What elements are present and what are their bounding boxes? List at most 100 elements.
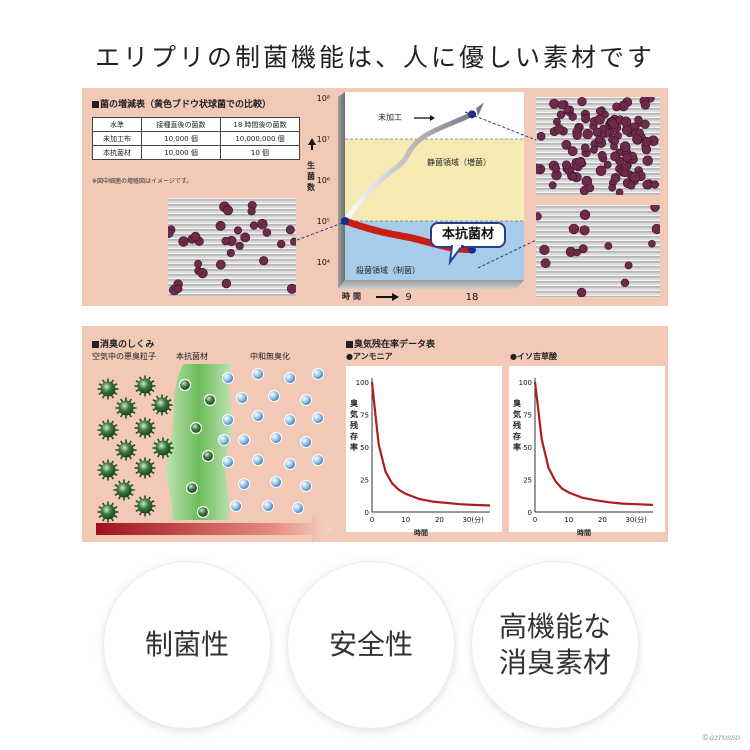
odor-particle-core — [137, 378, 153, 394]
bacterium-dot — [620, 168, 630, 178]
odor-particle-spike — [102, 435, 106, 440]
odor-particle-spike — [98, 424, 103, 428]
odor-particle-spike — [98, 472, 103, 476]
neutral-particle — [222, 456, 234, 468]
neutral-particle — [300, 480, 312, 492]
deodor-title: 消臭のしくみ — [92, 337, 154, 350]
odor-x-tick: 10 — [401, 516, 410, 524]
odor-particle-spike — [120, 413, 124, 418]
odor-particle-spike — [165, 453, 169, 458]
neutral-particle — [270, 432, 282, 444]
square-bullet-icon — [92, 341, 99, 348]
odor-particle-spike — [110, 475, 114, 480]
feature-text-safety: 安全性 — [328, 628, 413, 661]
odor-particle-spike — [135, 380, 140, 384]
odor-particle-spike — [135, 508, 140, 512]
odor-particle-spike — [152, 407, 157, 411]
odor-particle-spike — [168, 442, 173, 446]
odor-particle-spike — [164, 395, 168, 400]
odor-x-tick: 20 — [435, 516, 444, 524]
odor-particle-spike — [139, 433, 143, 438]
odor-particle-spike — [139, 391, 143, 396]
odor-particle-spike — [147, 473, 151, 478]
odor-particle-spike — [128, 455, 132, 460]
growth-x-tick: 9 — [405, 292, 411, 303]
odor-particle — [151, 394, 173, 416]
neutral-particle — [222, 414, 234, 426]
bacterium-dot — [536, 163, 542, 174]
growth-table-title: 菌の増減表（黄色ブドウ状球菌での比較） — [92, 97, 271, 110]
odor-x-tick: 30(分) — [462, 515, 484, 524]
bacterium-dot — [590, 145, 598, 154]
odor-particle-spike — [150, 470, 155, 474]
odor-particle-spike — [116, 444, 121, 448]
bacterium-dot — [240, 232, 251, 243]
bacterium-dot — [624, 261, 633, 270]
odor-particle-spike — [98, 514, 103, 518]
odor-particle — [115, 397, 137, 419]
odor-particle-core — [137, 420, 153, 436]
bacterium-dot — [608, 184, 616, 192]
bacterium-dot — [619, 141, 631, 153]
odor-y-tick: 75 — [360, 412, 369, 420]
odor-particle — [113, 479, 135, 501]
odor-data-title: 臭気残在率データ表 — [346, 337, 435, 350]
odor-particle-spike — [98, 464, 103, 468]
odor-particle-spike — [102, 420, 106, 425]
ammonia-y-axis-label: 臭気残存率 — [350, 399, 358, 452]
odor-particle-spike — [164, 410, 168, 415]
odor-particle-spike — [139, 458, 143, 463]
odor-particle-spike — [139, 496, 143, 501]
bacteria-micrograph-initial — [168, 198, 296, 296]
bacterium-dot — [557, 100, 567, 110]
bacterium-dot — [563, 105, 572, 114]
odor-particle-spike — [116, 410, 121, 414]
odor-particle-spike — [98, 391, 103, 395]
odor-particle-spike — [98, 432, 103, 436]
bacterium-dot — [556, 110, 566, 119]
bacterium-dot — [286, 283, 296, 294]
bacterium-dot — [539, 244, 550, 256]
odor-particle-spike — [147, 376, 151, 381]
bacterium-dot — [582, 128, 593, 140]
captured-particle — [196, 505, 210, 519]
neutral-particle — [252, 454, 264, 466]
bacterium-dot — [648, 239, 656, 248]
odor-y-tick: 75 — [523, 412, 532, 420]
bacteria-micrograph-untreated — [536, 97, 660, 195]
bacterium-dot — [634, 115, 643, 125]
bacterium-dot — [276, 239, 286, 249]
neutral-particle — [262, 500, 274, 512]
odor-particle-core — [116, 482, 132, 498]
ammonia-x-axis-label: 時間 — [414, 529, 428, 537]
feature-text-antibacterial: 制菌性 — [144, 628, 229, 661]
odor-y-tick: 0 — [365, 509, 369, 517]
neutral-particle — [270, 476, 282, 488]
odor-y-tick: 50 — [360, 444, 369, 452]
odor-particle-core — [155, 440, 171, 456]
table-row: 未加工布 10,000 個 10,000,000 個 — [92, 131, 300, 146]
captured-particle — [201, 449, 215, 463]
neutral-particle — [222, 372, 234, 384]
growth-y-tick: 10⁷ — [317, 135, 330, 144]
odor-x-tick: 20 — [598, 516, 607, 524]
odor-particle-spike — [126, 495, 130, 500]
bacterium-dot — [576, 287, 587, 297]
odor-particle-spike — [113, 432, 118, 436]
odor-particle-spike — [110, 379, 114, 384]
growth-y-tick: 10⁶ — [317, 176, 330, 185]
bacterium-dot — [567, 146, 578, 157]
copyright-text: ©azrosso — [701, 733, 740, 742]
headline: エリプリの制菌機能は、人に優しい素材です — [94, 43, 655, 72]
illustration-note: ※図中細菌の増殖図はイメージです。 — [92, 178, 193, 185]
bacterium-dot — [290, 237, 296, 246]
bacterium-dot — [612, 102, 621, 112]
odor-y-tick: 25 — [523, 477, 532, 485]
antibacterial-material-band — [165, 364, 233, 520]
odor-data-title-text: 臭気残在率データ表 — [354, 340, 436, 350]
table-cell: 10 個 — [220, 145, 300, 160]
bacterium-dot — [221, 236, 230, 246]
bacterium-dot — [561, 160, 571, 170]
bacterium-dot — [620, 278, 630, 288]
neutral-particle — [312, 454, 324, 466]
